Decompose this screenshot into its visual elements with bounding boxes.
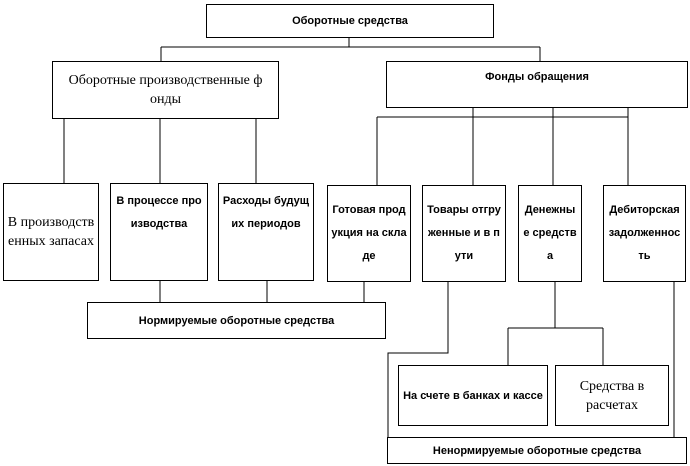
item-box: В процессе производства bbox=[110, 183, 208, 281]
item-box: Готовая продукция на складе bbox=[327, 185, 411, 282]
item-box: В производственных запасах bbox=[3, 183, 99, 281]
item-label: В производственных запасах bbox=[7, 215, 95, 249]
item-label: Товары отгруженные и в пути bbox=[427, 204, 501, 262]
money-sub-label: На счете в банках и кассе bbox=[403, 389, 543, 402]
item-label: Расходы будущих периодов bbox=[222, 195, 310, 230]
non-normed-box: Ненормируемые оборотные средства bbox=[387, 437, 687, 464]
item-box: Расходы будущих периодов bbox=[218, 183, 314, 281]
money-sub-label: Средства в расчетах bbox=[579, 378, 645, 413]
item-label: В процессе производства bbox=[116, 195, 202, 230]
item-label: Готовая продукция на складе bbox=[331, 204, 407, 262]
right-group-box: Фонды обращения bbox=[386, 61, 688, 108]
item-box: Дебиторская задолженность bbox=[603, 185, 686, 282]
right-group-label: Фонды обращения bbox=[485, 71, 589, 83]
non-normed-label: Ненормируемые оборотные средства bbox=[432, 444, 642, 457]
root-label: Оборотные средства bbox=[292, 15, 408, 27]
money-sub-box: На счете в банках и кассе bbox=[398, 365, 548, 426]
normed-label: Нормируемые оборотные средства bbox=[138, 314, 335, 327]
item-label: Дебиторская задолженность bbox=[608, 204, 681, 262]
left-group-box: Оборотные производственные фонды bbox=[52, 61, 279, 119]
left-group-label: Оборотные производственные фонды bbox=[68, 73, 263, 107]
item-box: Денежные средства bbox=[518, 185, 582, 282]
normed-box: Нормируемые оборотные средства bbox=[87, 302, 386, 339]
item-label: Денежные средства bbox=[523, 204, 577, 262]
item-box: Товары отгруженные и в пути bbox=[422, 185, 506, 282]
root-box: Оборотные средства bbox=[206, 4, 494, 38]
money-sub-box: Средства в расчетах bbox=[555, 365, 669, 426]
